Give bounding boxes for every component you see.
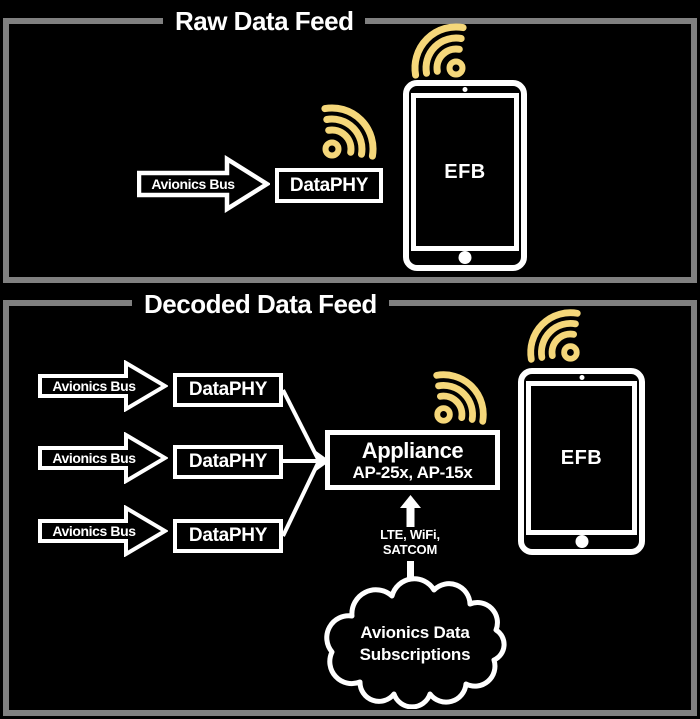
dataphy-box-3: DataPHY [173, 519, 283, 553]
wifi-broadcast-icon [430, 366, 492, 428]
right-arrow-icon [38, 432, 168, 484]
bus-arrow-label: Avionics Bus [52, 450, 136, 466]
efb-tablet: EFB [403, 80, 527, 271]
efb-tablet: EFB [518, 368, 645, 555]
appliance-name: Appliance [361, 437, 464, 463]
right-arrow-icon [38, 505, 168, 557]
right-arrow-icon [38, 360, 168, 412]
efb-label: EFB [444, 160, 486, 183]
tablet-camera-dot [462, 87, 468, 92]
tablet-home-button [458, 251, 472, 264]
uplink-arrow-icon [400, 495, 421, 527]
avionics-bus-arrow: Avionics Bus [137, 155, 270, 213]
dataphy-box-1: DataPHY [173, 373, 283, 407]
dataphy-label: DataPHY [289, 174, 369, 196]
tablet-screen: EFB [411, 93, 519, 251]
cloud-label-line2: Subscriptions [359, 645, 471, 664]
tablet-camera-dot [579, 375, 584, 380]
dataphy-box-2: DataPHY [173, 445, 283, 479]
bus-arrow-label: Avionics Bus [52, 523, 136, 539]
uplink-label: LTE, WiFi, SATCOM [358, 527, 462, 557]
tablet-screen: EFB [526, 381, 637, 535]
uplink-line [407, 561, 414, 579]
dataphy-box: DataPHY [275, 168, 383, 203]
raw-feed-title: Raw Data Feed [163, 6, 366, 36]
wifi-broadcast-icon [318, 99, 382, 163]
appliance-box: Appliance AP-25x, AP-15x [325, 430, 500, 490]
subscriptions-cloud: Avionics Data Subscriptions [318, 576, 512, 709]
avionics-bus-arrow-2: Avionics Bus [38, 432, 168, 484]
dataphy-label: DataPHY [188, 525, 268, 546]
tablet-home-button [575, 535, 588, 548]
uplink-label-line1: LTE, WiFi, [380, 527, 440, 542]
wifi-receive-icon [406, 18, 470, 82]
dataphy-label: DataPHY [188, 379, 268, 400]
decoded-feed-title: Decoded Data Feed [132, 289, 389, 319]
avionics-bus-arrow-1: Avionics Bus [38, 360, 168, 412]
bus-arrow-label: Avionics Bus [52, 378, 136, 394]
fanin-connector-arrow [283, 380, 331, 545]
cloud-label-line1: Avionics Data [360, 623, 470, 642]
efb-label: EFB [560, 446, 603, 469]
dataphy-label: DataPHY [188, 451, 268, 472]
wifi-receive-icon [522, 304, 584, 366]
appliance-models: AP-25x, AP-15x [352, 462, 473, 482]
bus-arrow-label: Avionics Bus [151, 176, 235, 192]
cloud-label: Avionics Data Subscriptions [318, 622, 512, 666]
avionics-bus-arrow-3: Avionics Bus [38, 505, 168, 557]
right-arrow-icon [137, 155, 270, 213]
uplink-label-line2: SATCOM [382, 542, 438, 557]
cloud-icon [324, 576, 507, 709]
